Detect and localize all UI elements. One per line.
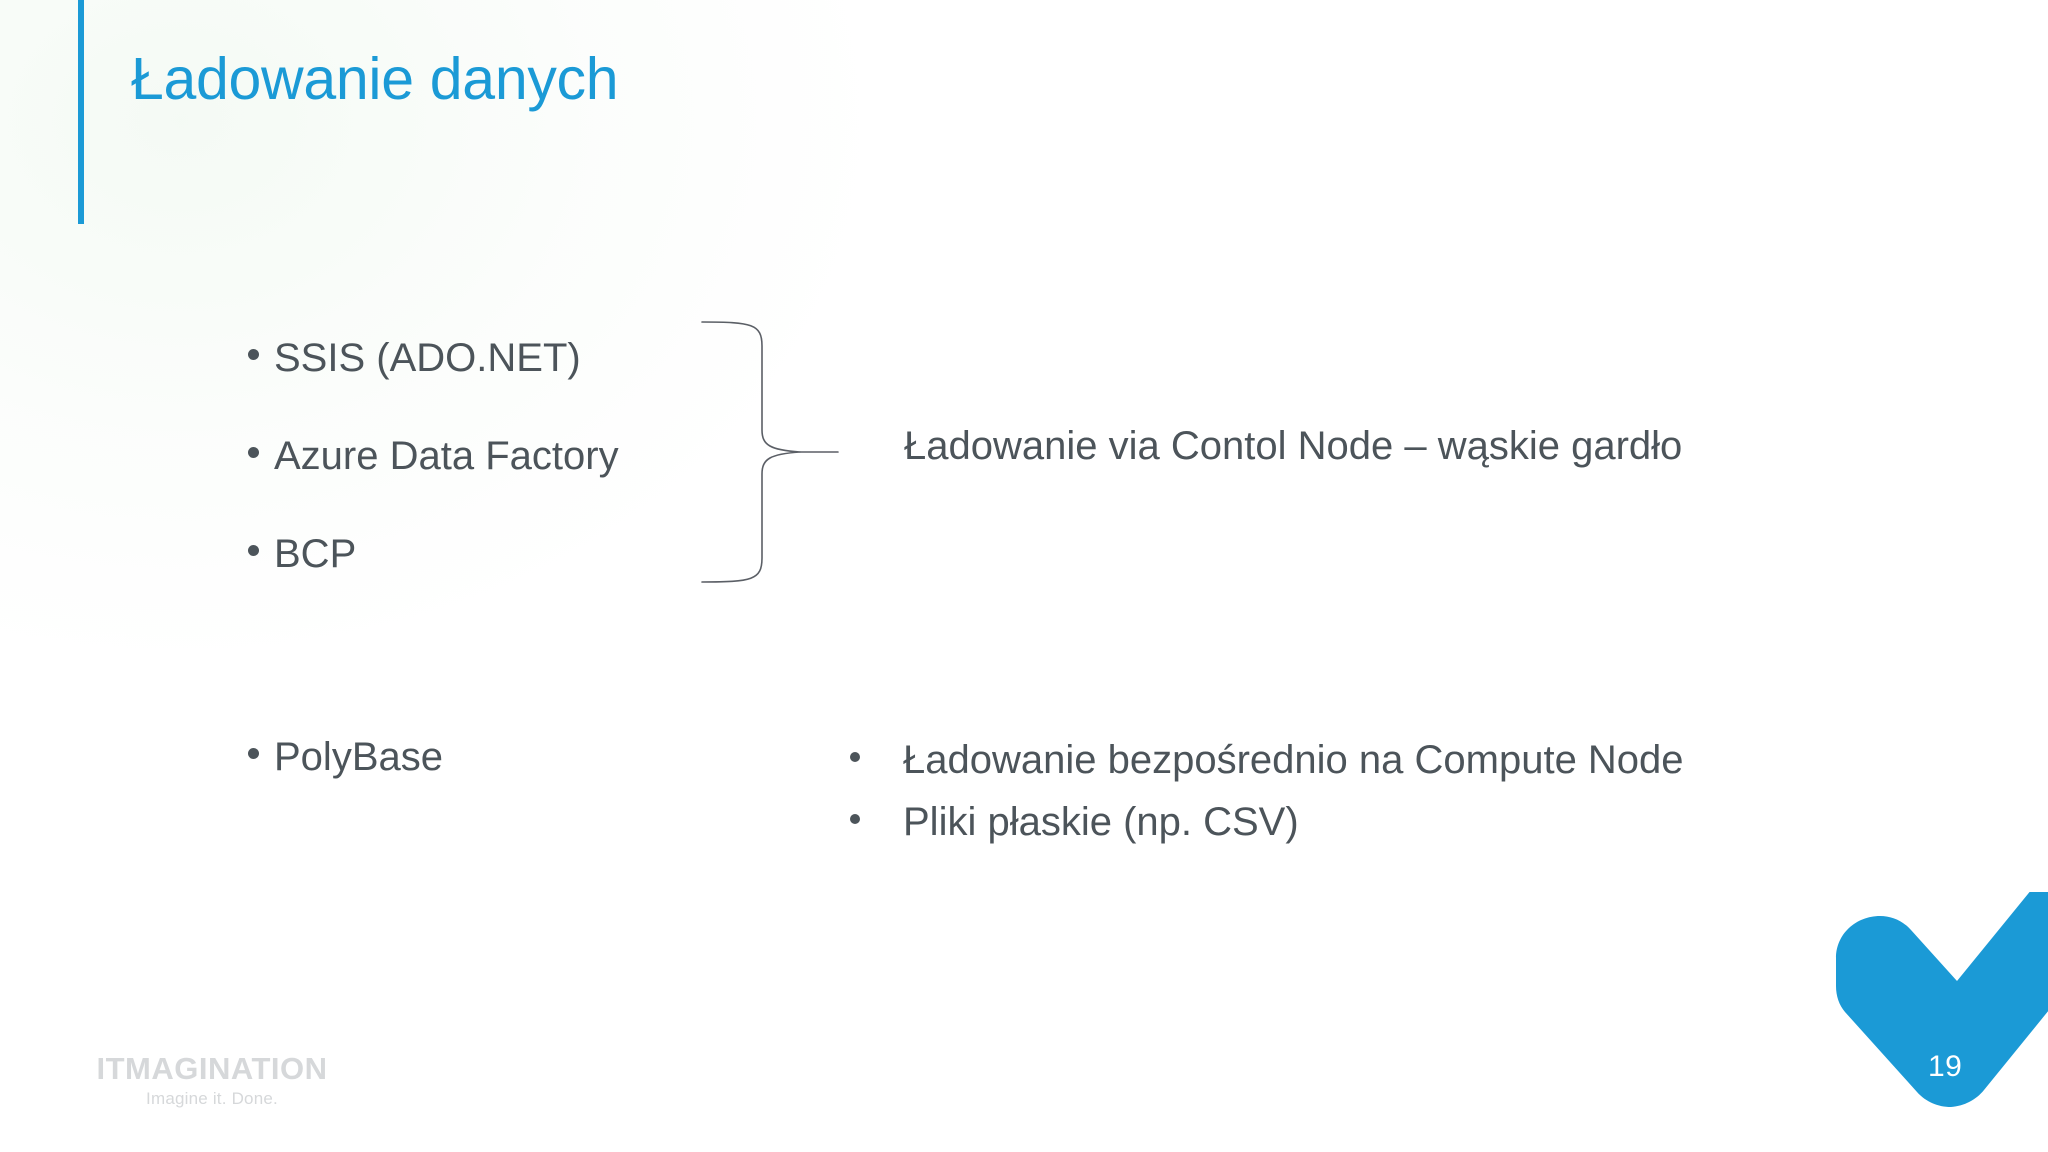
left-bullet-group-primary: SSIS (ADO.NET) Azure Data Factory BCP — [248, 336, 619, 630]
right-bullet-group: Ładowanie bezpośrednio na Compute Node P… — [850, 738, 1684, 862]
list-item: Ładowanie bezpośrednio na Compute Node — [850, 738, 1684, 800]
list-item: BCP — [248, 532, 619, 630]
brand-logo: ITMAGINATION Imagine it. Done. — [92, 1053, 332, 1107]
list-item: SSIS (ADO.NET) — [248, 336, 619, 434]
left-bullet-group-secondary: PolyBase — [248, 735, 443, 833]
list-item-label: Azure Data Factory — [274, 434, 619, 478]
bullet-dot-icon — [850, 814, 860, 824]
curly-brace-icon — [700, 312, 840, 592]
list-item-label: PolyBase — [274, 735, 443, 779]
bullet-dot-icon — [248, 748, 259, 759]
brace-note-text: Ładowanie via Contol Node – wąskie gardł… — [904, 424, 1683, 468]
page-number: 19 — [1928, 1050, 1963, 1083]
title-accent-bar — [78, 0, 84, 224]
brand-logo-wordmark: ITMAGINATION — [96, 1051, 328, 1086]
brand-logo-tagline: Imagine it. Done. — [146, 1089, 278, 1108]
checkmark-icon — [1818, 892, 2048, 1152]
list-item-label: BCP — [274, 532, 357, 576]
bullet-dot-icon — [248, 447, 259, 458]
page-title: Ładowanie danych — [131, 46, 619, 112]
bullet-dot-icon — [248, 545, 259, 556]
list-item-label: Ładowanie bezpośrednio na Compute Node — [903, 738, 1684, 782]
list-item: PolyBase — [248, 735, 443, 833]
list-item-label: SSIS (ADO.NET) — [274, 336, 581, 380]
bullet-dot-icon — [248, 349, 259, 360]
list-item: Azure Data Factory — [248, 434, 619, 532]
list-item: Pliki płaskie (np. CSV) — [850, 800, 1684, 862]
list-item-label: Pliki płaskie (np. CSV) — [903, 800, 1299, 844]
bullet-dot-icon — [850, 752, 860, 762]
